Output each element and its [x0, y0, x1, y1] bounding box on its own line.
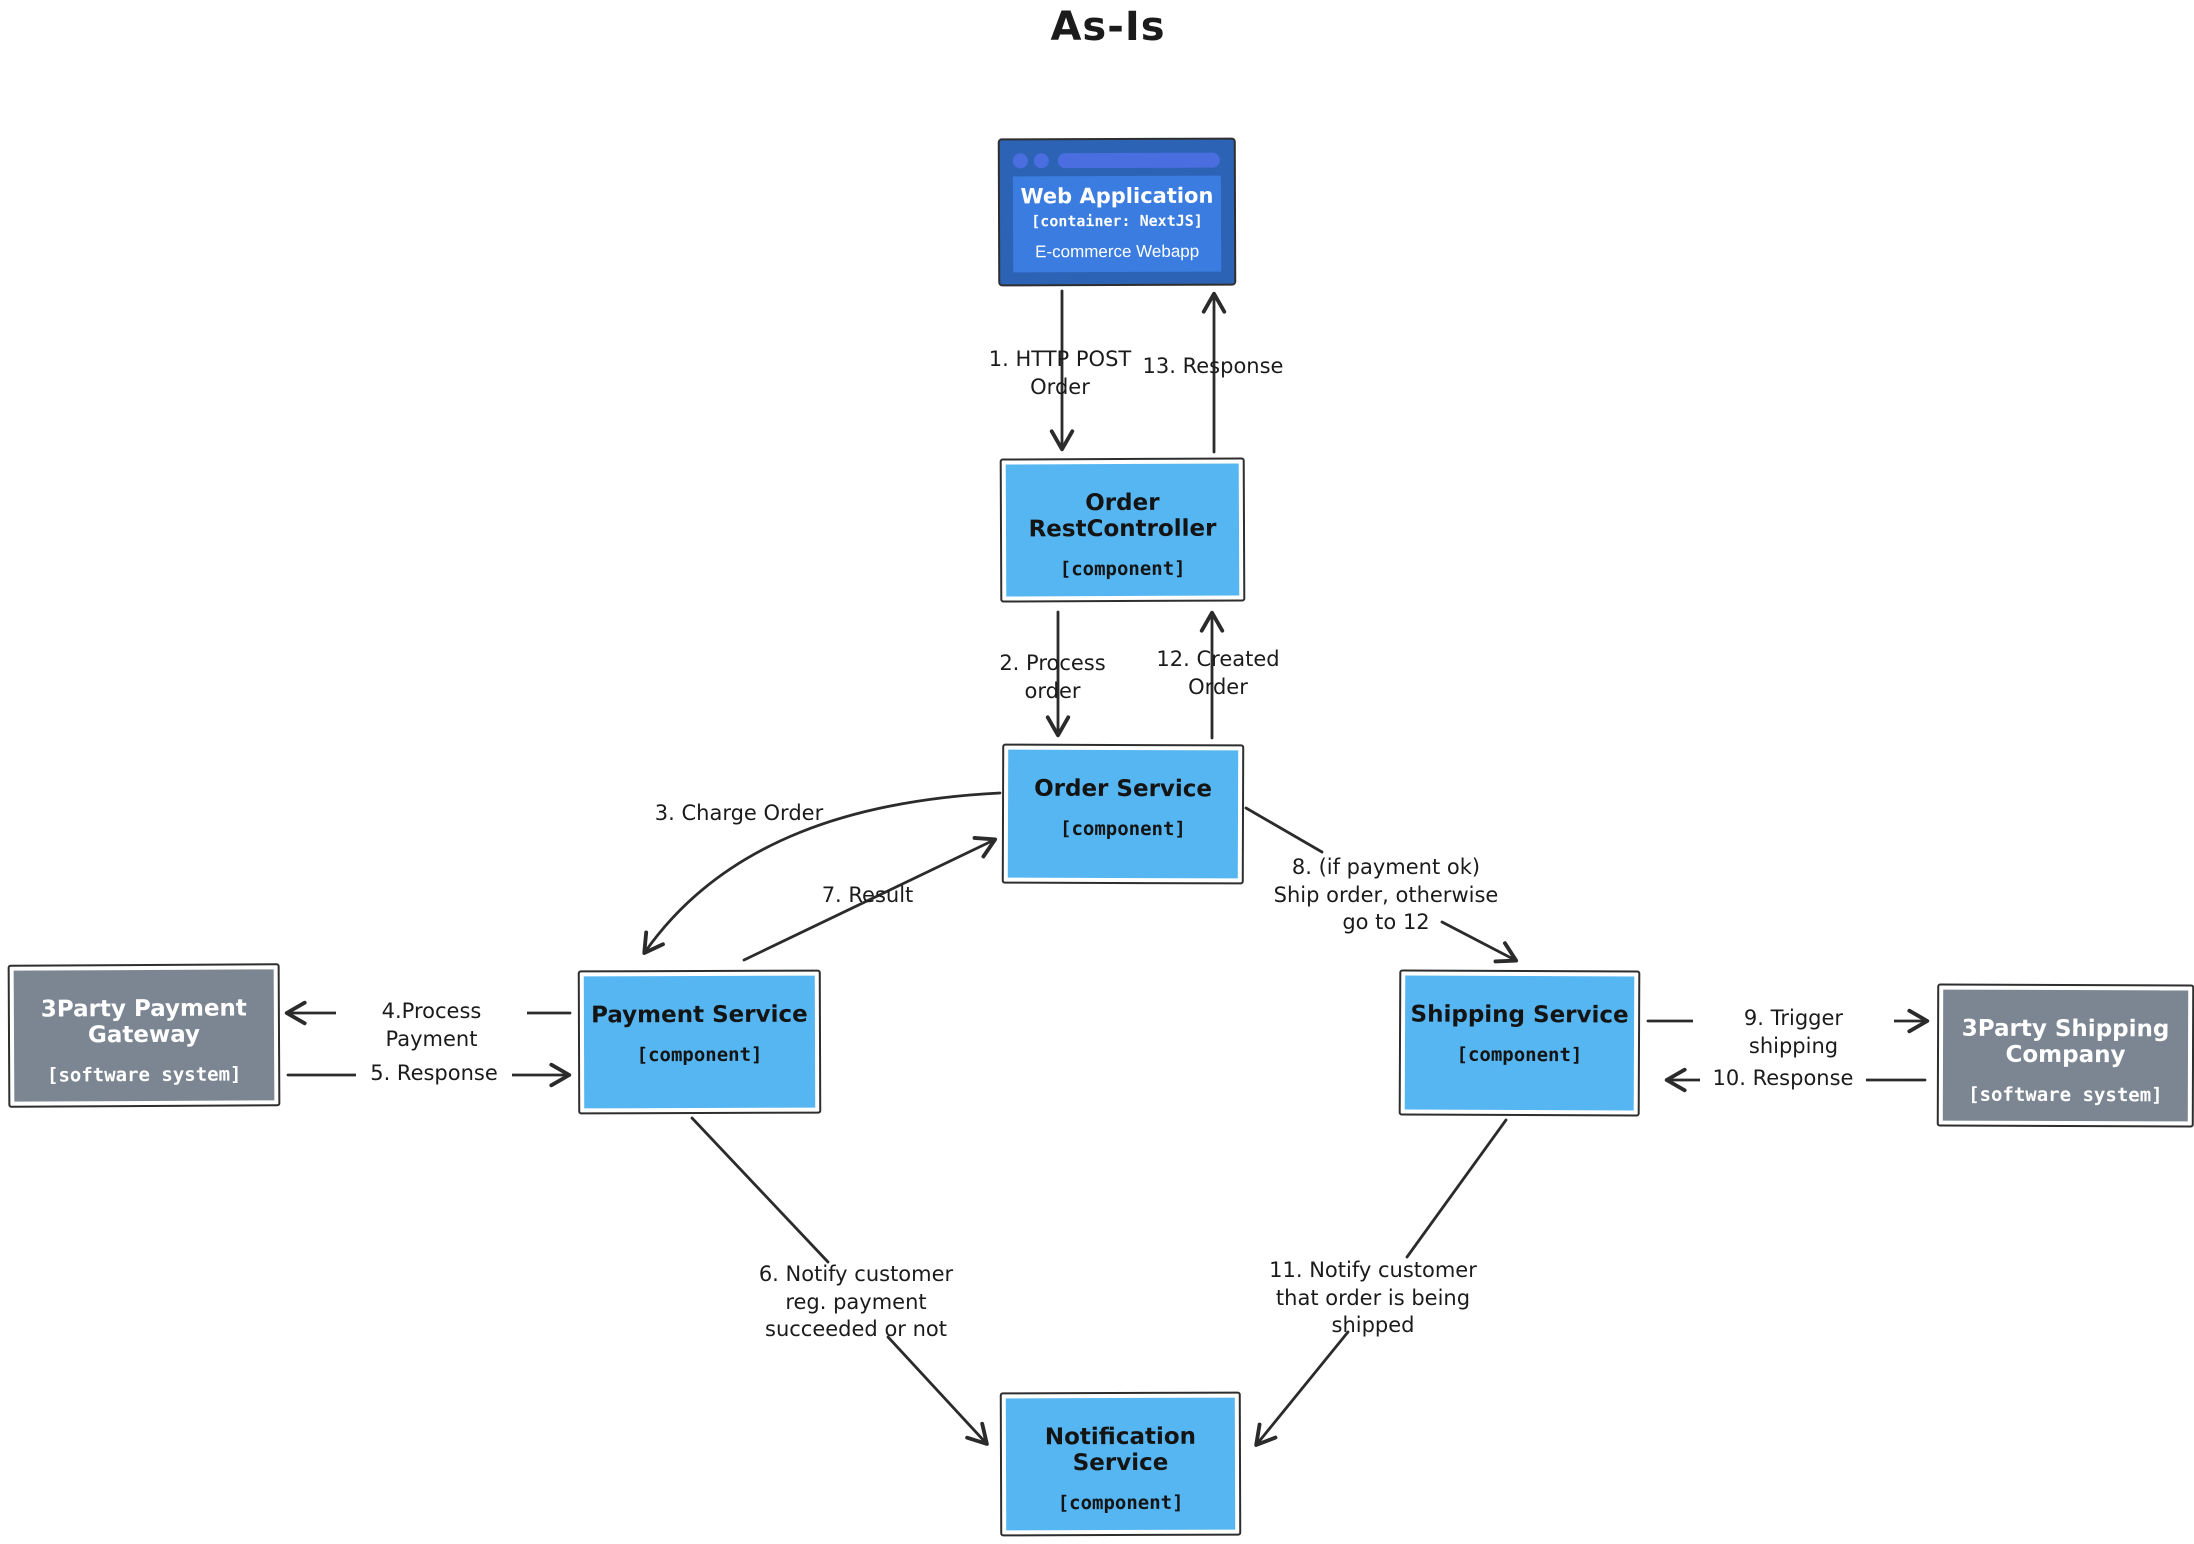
node-3party-shipping-company: 3Party Shipping Company [software system… [1936, 983, 2194, 1128]
node-subtitle: [component] [1059, 817, 1186, 841]
edge-label-2-process-order: 2. Process order [999, 651, 1106, 703]
node-title: Web Application [1020, 183, 1214, 209]
browser-toolbar [1000, 140, 1234, 177]
node-web-application: Web Application [container: NextJS] E-co… [997, 137, 1237, 287]
node-description: E-commerce Webapp [1035, 241, 1200, 262]
node-notification-service: Notification Service [component] [999, 1391, 1242, 1537]
node-title: Order Service [1034, 775, 1213, 803]
node-subtitle: [component] [1059, 557, 1186, 581]
browser-dot-icon [1012, 153, 1028, 169]
edge-label-5-response: 5. Response [356, 1060, 512, 1088]
node-order-restcontroller: Order RestController [component] [999, 457, 1246, 603]
edge-label-4-process-payment: 4.Process Payment [336, 998, 527, 1054]
browser-dot-icon [1033, 153, 1049, 169]
node-subtitle: [component] [1456, 1043, 1583, 1067]
browser-url-bar [1057, 152, 1220, 169]
node-subtitle: [software system] [1968, 1083, 2163, 1107]
web-application-body: Web Application [container: NextJS] E-co… [1012, 175, 1222, 273]
node-title: Payment Service [591, 1001, 808, 1029]
node-title: Notification Service [1044, 1423, 1197, 1477]
diagram-title: As-Is [1050, 4, 1166, 50]
edge-label-13-response: 13. Response [1142, 354, 1284, 378]
node-subtitle: [component] [636, 1043, 763, 1067]
node-title: Order RestController [1028, 489, 1217, 543]
edge-label-9-trigger-shipping: 9. Trigger shipping [1693, 1005, 1894, 1061]
node-subtitle: [component] [1057, 1491, 1184, 1515]
node-payment-service: Payment Service [component] [577, 969, 822, 1115]
edge-label-6-notify-customer-payment: 6. Notify customer reg. payment succeede… [758, 1262, 954, 1342]
edge-label-10-response: 10. Response [1700, 1065, 1866, 1093]
node-title: 3Party Shipping Company [1961, 1015, 2170, 1069]
node-title: Shipping Service [1410, 1001, 1629, 1029]
node-order-service: Order Service [component] [1001, 743, 1245, 885]
edge-label-1-http-post-order: 1. HTTP POST Order [988, 347, 1132, 399]
edge-label-12-created-order: 12. Created Order [1156, 647, 1280, 699]
edge-label-3-charge-order: 3. Charge Order [654, 801, 824, 825]
node-3party-payment-gateway: 3Party Payment Gateway [software system] [7, 963, 281, 1108]
node-subtitle: [software system] [46, 1063, 242, 1087]
node-subtitle: [container: NextJS] [1031, 211, 1203, 231]
node-title: 3Party Payment Gateway [40, 995, 247, 1049]
edge-label-7-result: 7. Result [821, 883, 914, 907]
node-shipping-service: Shipping Service [component] [1398, 969, 1641, 1117]
edge-label-11-notify-customer-shipped: 11. Notify customer that order is being … [1269, 1258, 1477, 1338]
edge-label-8-if-payment-ok: 8. (if payment ok) Ship order, otherwise… [1273, 855, 1499, 935]
